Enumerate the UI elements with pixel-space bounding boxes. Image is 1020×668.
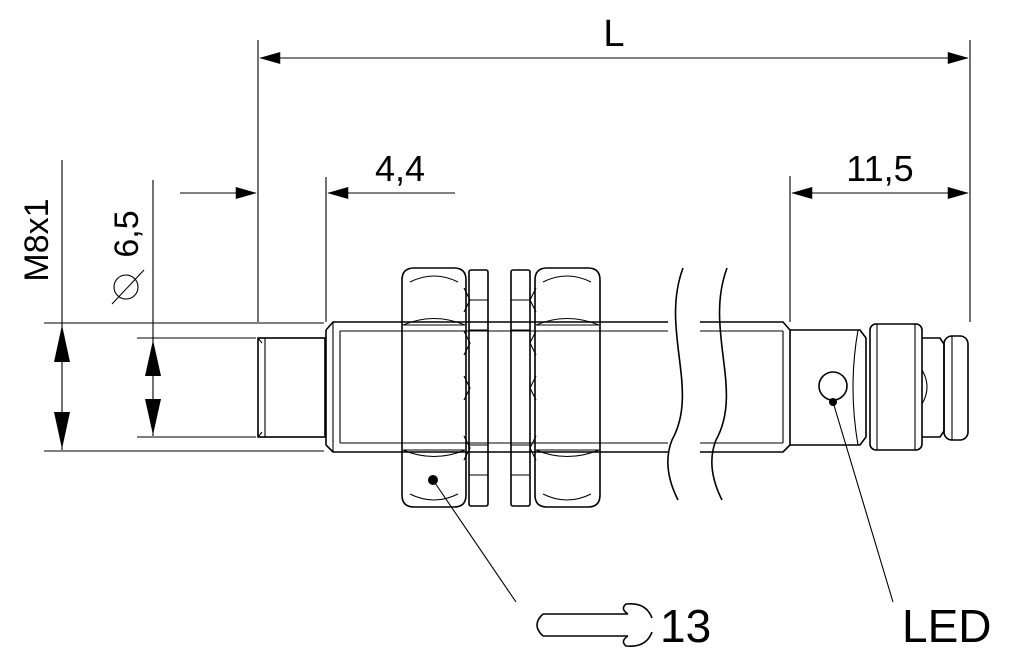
wrench-icon [536,602,653,648]
led-housing [790,329,867,446]
dimension-label-thread: M8x1 [18,198,56,281]
dimension-label-diameter: 6,5 [108,210,146,257]
dimension-label-length: L [603,13,624,55]
led-label: LED [902,600,991,652]
connector [869,323,969,451]
dimension-connector: 11,5 [789,148,969,322]
thread-arrow-top [54,325,70,362]
callout-wrench: 13 [428,475,711,652]
wrench-size-label: 13 [660,600,711,652]
threaded-barrel [325,321,668,453]
dimension-sensing-face: 4,4 [180,148,455,322]
hex-nut-left [401,267,467,508]
dimension-label-face: 4,4 [375,148,425,189]
lock-washer-left [463,269,489,507]
dimension-label-connector: 11,5 [846,148,913,189]
dimension-length: L [257,13,971,322]
lock-washer-right [510,269,537,507]
diameter-arrow-top [145,340,161,376]
led-indicator [818,371,848,401]
sensing-face [257,337,326,438]
callout-led: LED [829,398,991,652]
sensor-body [257,267,969,508]
diameter-icon [111,269,145,305]
diameter-arrow-bottom [145,399,161,435]
threaded-barrel-right [700,321,791,453]
dimension-thread: M8x1 [18,160,324,452]
thread-arrow-bottom [54,412,70,449]
break-mark [666,267,728,501]
dimension-diameter: 6,5 [108,180,256,438]
hex-nut-right [534,267,601,508]
